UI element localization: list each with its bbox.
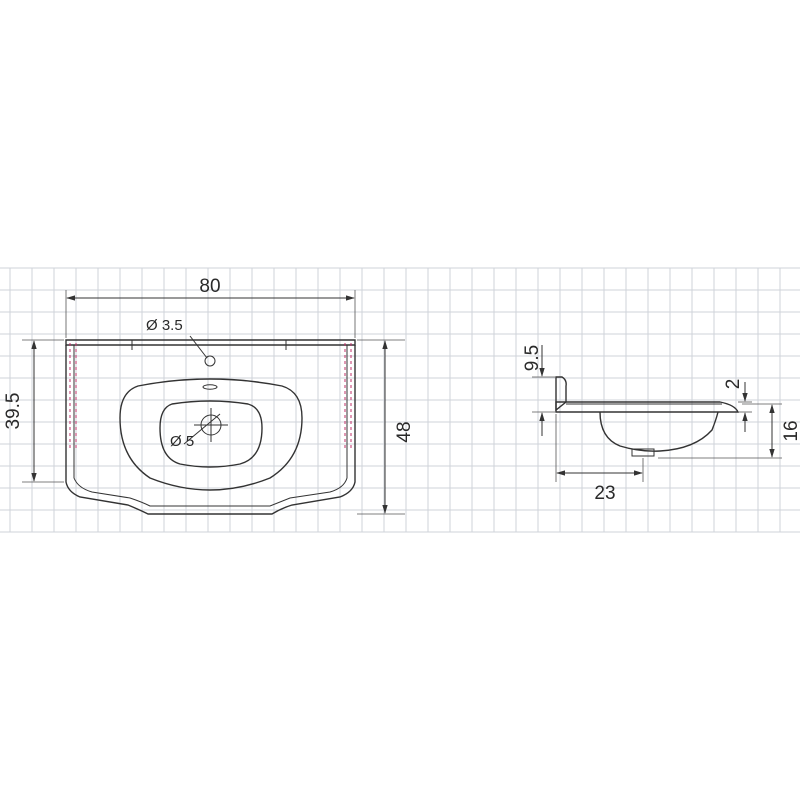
overflow-slot [202, 384, 218, 390]
left-depth-label: 39.5 [3, 393, 24, 430]
height-label: 16 [781, 420, 800, 441]
side-drain-stub [631, 448, 655, 457]
width-label: 80 [199, 276, 220, 297]
right-depth-label: 48 [394, 421, 415, 442]
offset-label: 23 [594, 483, 615, 504]
rim-label: 2 [723, 379, 744, 390]
side-top-slab [555, 401, 740, 413]
tap-hole [204, 355, 216, 367]
backsplash-label: 9.5 [522, 345, 543, 371]
basin-bowl-inner [159, 400, 263, 468]
side-bowl-profile [599, 411, 719, 452]
drain-leader [183, 413, 221, 445]
side-view: 9.5 2 16 23 [522, 345, 800, 504]
background-grid [0, 267, 800, 533]
counter-front-edge [73, 345, 348, 507]
tap-hole-label: Ø 3.5 [146, 317, 183, 334]
counter-outline [65, 345, 356, 515]
front-view: 80 39.5 48 Ø 3.5 Ø 5 [3, 276, 415, 515]
tap-hole-leader [189, 335, 208, 359]
side-backsplash [555, 376, 567, 412]
drain-hole-label: Ø 5 [170, 433, 194, 450]
basin-bowl-outer [119, 378, 303, 491]
basin-top-edge [65, 339, 356, 346]
